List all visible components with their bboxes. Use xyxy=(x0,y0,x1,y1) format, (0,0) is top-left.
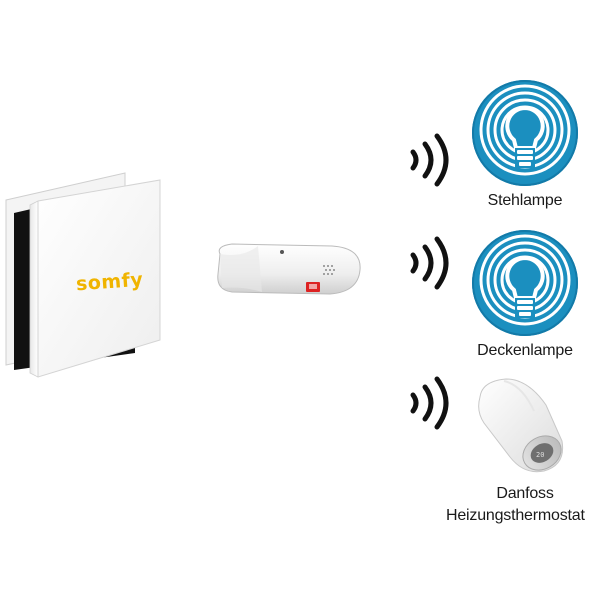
signal-waves-1 xyxy=(405,130,453,195)
device-label-thermostat-line2: Heizungsthermostat xyxy=(446,507,585,524)
usb-stick-icon xyxy=(217,243,361,295)
usb-stick xyxy=(212,240,362,298)
device-label-thermostat-line1: Danfoss xyxy=(496,485,554,502)
device-stehlampe xyxy=(470,78,580,188)
wireless-signal-icon xyxy=(410,236,449,290)
somfy-box-icon xyxy=(5,172,161,378)
svg-text:20: 20 xyxy=(536,451,544,459)
thermostat-icon: 20 xyxy=(478,378,564,473)
wireless-signal-icon xyxy=(410,133,449,187)
somfy-logo: somfy xyxy=(75,268,144,296)
somfy-hub: somfy xyxy=(0,165,170,380)
device-thermostat: 20 xyxy=(470,375,570,475)
device-label-deckenlampe: Deckenlampe xyxy=(477,342,573,359)
device-label-stehlampe: Stehlampe xyxy=(487,192,563,209)
lamp-icon xyxy=(472,80,578,186)
lamp-icon xyxy=(472,230,578,336)
signal-waves-3 xyxy=(405,373,453,438)
device-deckenlampe xyxy=(470,228,580,338)
signal-waves-2 xyxy=(405,233,453,298)
wireless-signal-icon xyxy=(410,376,449,430)
